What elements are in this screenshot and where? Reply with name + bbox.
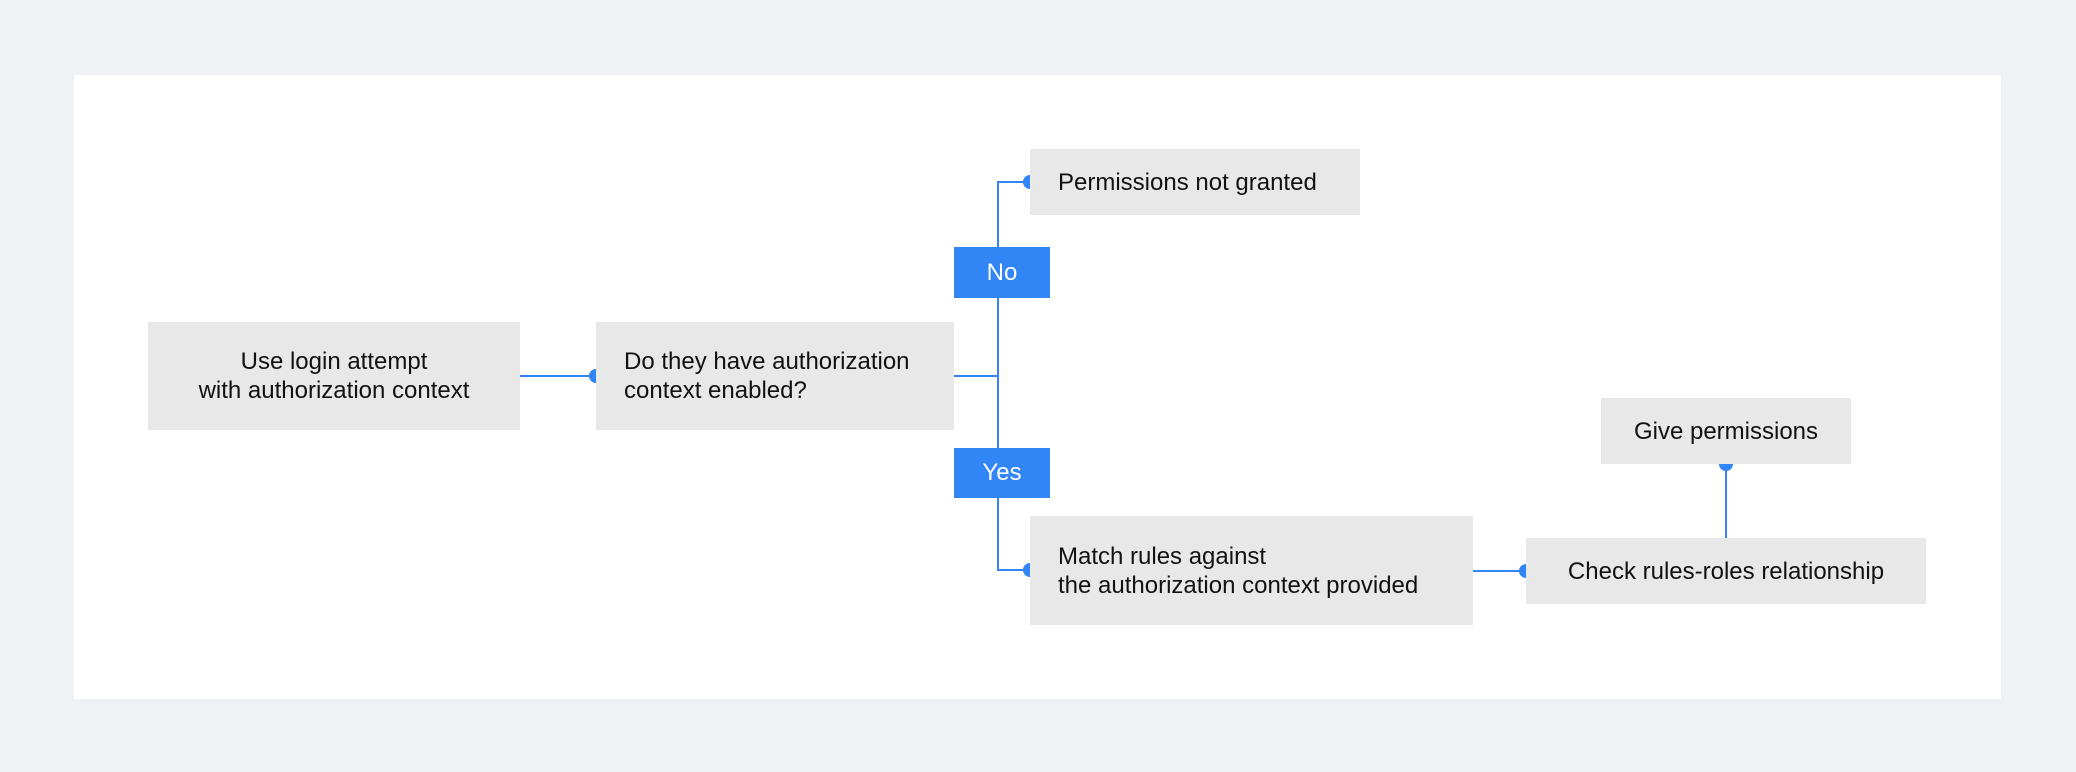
node-check-rules-roles-label: Check rules-roles relationship — [1567, 557, 1885, 585]
node-authorization-question-label: Do they have authorization context enabl… — [624, 348, 910, 404]
node-permissions-not-granted-label: Permissions not granted — [1058, 168, 1317, 196]
node-permissions-not-granted: Permissions not granted — [1030, 149, 1360, 215]
node-give-permissions-label: Give permissions — [1633, 417, 1819, 445]
node-match-rules-label: Match rules against the authorization co… — [1058, 542, 1419, 599]
node-login-attempt: Use login attempt with authorization con… — [148, 322, 520, 430]
badge-no: No — [954, 247, 1050, 298]
node-give-permissions: Give permissions — [1601, 398, 1851, 464]
node-check-rules-roles: Check rules-roles relationship — [1526, 538, 1926, 604]
node-login-attempt-label: Use login attempt with authorization con… — [198, 348, 470, 404]
node-authorization-question: Do they have authorization context enabl… — [596, 322, 954, 430]
badge-yes: Yes — [954, 448, 1050, 498]
node-match-rules: Match rules against the authorization co… — [1030, 516, 1473, 625]
